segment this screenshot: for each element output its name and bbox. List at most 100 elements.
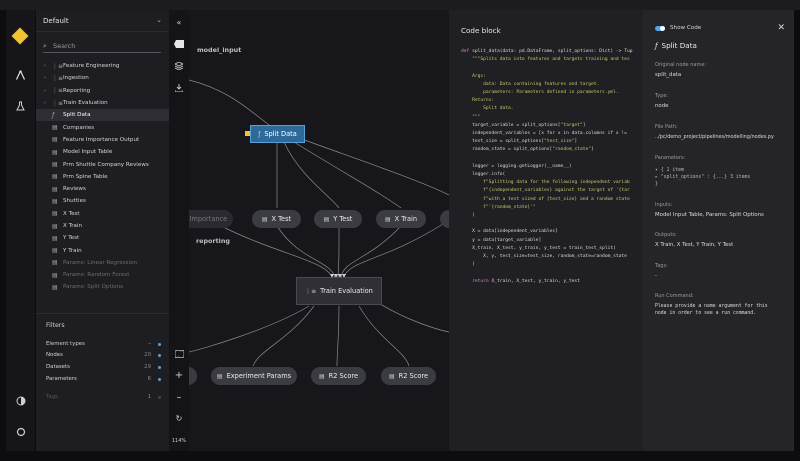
node-output-partial[interactable] (189, 367, 197, 385)
pipeline-select[interactable]: Default ⌄ (36, 10, 169, 32)
export-icon[interactable] (169, 84, 189, 94)
filter-row-count: 20 (144, 352, 151, 358)
code-panel-title: Code block (461, 26, 501, 35)
node-y-test[interactable]: ▤Y Test (314, 210, 362, 228)
inputs-label: Inputs: (655, 202, 673, 208)
filter-row-label: Nodes (46, 352, 63, 358)
filter-row[interactable]: Nodes 20 (46, 352, 161, 358)
show-code-label: Show Code (670, 25, 702, 31)
tree-item-label: Companies (63, 124, 95, 131)
parameters-icon: ▤ (52, 283, 58, 291)
tree-item[interactable]: ▤Shuttles (36, 195, 169, 207)
modular-pipeline-icon: ⋮≡ (52, 87, 64, 95)
chevron-right-icon[interactable]: › (44, 100, 46, 107)
flowchart-canvas[interactable]: model_input reporting ƒ Split Data re Im… (189, 10, 449, 451)
search-input[interactable]: Search (53, 42, 76, 50)
flowchart-icon[interactable] (6, 63, 35, 87)
dataset-icon: ▤ (323, 215, 330, 223)
pipeline-select-value: Default (43, 16, 69, 25)
filter-checkbox[interactable] (158, 396, 161, 399)
tree-item-label: Reporting (63, 87, 91, 94)
tree-item[interactable]: ▤Y Train (36, 244, 169, 256)
chevron-right-icon[interactable]: › (44, 75, 46, 82)
collapse-sidebar-icon[interactable]: « (176, 18, 182, 27)
node-r2-score-2[interactable]: ▤R2 Score (381, 367, 436, 385)
zoom-out-button[interactable]: – (176, 392, 182, 403)
label-toggle-icon[interactable] (169, 40, 189, 50)
tree-item[interactable]: ▤ Params: Random Forest (36, 269, 169, 281)
zoom-in-button[interactable]: + (174, 370, 184, 381)
filter-checkbox[interactable] (158, 366, 161, 369)
tree-item[interactable]: ▤Prm Spine Table (36, 171, 169, 183)
tree-item[interactable]: ▤ Companies (36, 121, 169, 133)
parameters-line-1[interactable]: ▾ { 1 item (655, 168, 684, 173)
node-train-evaluation[interactable]: ⋮≡ Train Evaluation (296, 277, 382, 305)
chevron-right-icon[interactable]: › (44, 87, 46, 94)
top-strip (0, 0, 800, 10)
tree-item[interactable]: ▤Reviews (36, 183, 169, 195)
tree-item[interactable]: ›⋮≡Ingestion (36, 72, 169, 84)
tree-item[interactable]: ▤Model Input Table (36, 146, 169, 158)
experiment-icon[interactable] (6, 94, 35, 118)
edge-eval-out2 (373, 299, 449, 333)
code-block: def split_data(data: pd.DataFrame, split… (461, 49, 633, 284)
tree-item-label: Feature Engineering (63, 63, 120, 70)
show-code-toggle[interactable] (655, 26, 665, 31)
tree-item-label: Params: Linear Regression (63, 259, 138, 266)
node-split-data[interactable]: ƒ Split Data (250, 125, 305, 143)
dataset-icon: ▤ (388, 372, 395, 380)
filter-row-label: Parameters (46, 376, 77, 382)
tree-item[interactable]: ▤X Train (36, 220, 169, 232)
filter-group-element-types[interactable]: Element types – (46, 341, 161, 347)
tree-item[interactable]: ▤Prm Shuttle Company Reviews (36, 158, 169, 170)
node-x-test[interactable]: ▤X Test (252, 210, 301, 228)
tree-item[interactable]: ▤Y Test (36, 232, 169, 244)
filter-checkbox[interactable] (158, 354, 161, 357)
dataset-icon: ▤ (52, 234, 58, 242)
canvas-toolbar: « + – ↻ 114% (169, 10, 189, 451)
node-experiment-params[interactable]: ▤Experiment Params (211, 367, 297, 385)
edge-split-ytest (283, 141, 340, 209)
dataset-icon: ▤ (52, 124, 58, 132)
close-icon[interactable]: ✕ (777, 23, 785, 33)
tree-item-label: Params: Split Options (63, 284, 124, 291)
node-y-train-partial[interactable] (440, 210, 449, 228)
tree-item[interactable]: ▤X Test (36, 208, 169, 220)
filter-row[interactable]: Parameters 6 (46, 376, 161, 382)
tree-item[interactable]: ▤Feature Importance Output (36, 134, 169, 146)
settings-icon[interactable] (6, 420, 35, 444)
node-feature-importance[interactable]: re Importance (189, 210, 233, 228)
filter-checkbox[interactable] (158, 378, 161, 381)
filter-row-count: 6 (147, 376, 151, 382)
node-x-train[interactable]: ▤X Train (376, 210, 426, 228)
tree-item[interactable]: ▤Params: Linear Regression (36, 257, 169, 269)
edge-split-ytrain (298, 137, 449, 196)
tree-item[interactable]: ›⋮≡Feature Engineering (36, 60, 169, 72)
chevron-right-icon[interactable]: › (44, 63, 46, 70)
node-r2-score-1[interactable]: ▤R2 Score (311, 367, 366, 385)
tree-item[interactable]: › ⋮≡Reporting (36, 85, 169, 97)
parameters-line-2[interactable]: ▸ "split_options" : {...} 3 items (655, 175, 751, 180)
logo-icon (11, 27, 29, 45)
run-command-value: Please provide a name argument for this … (655, 304, 768, 316)
tree-item[interactable]: ›⋮≡Train Evaluation (36, 97, 169, 109)
theme-toggle-icon[interactable] (6, 389, 35, 413)
parameters-icon: ▤ (52, 271, 58, 279)
dataset-icon: ▤ (216, 372, 223, 380)
parameter-marker-icon (245, 131, 250, 136)
collapse-icon[interactable]: – (148, 341, 151, 347)
tree-item-label: Feature Importance Output (63, 136, 140, 143)
edge-model-input-split (189, 79, 274, 129)
tree-item-label: X Train (63, 223, 83, 229)
layers-icon[interactable] (169, 61, 189, 72)
search-field[interactable]: ⌕ Search (43, 40, 161, 53)
minimap-icon[interactable] (169, 349, 189, 360)
tree-item-label: Params: Random Forest (63, 272, 130, 279)
tree-item[interactable]: ▤ Params: Split Options (36, 281, 169, 293)
reset-zoom-icon[interactable]: ↻ (175, 414, 183, 423)
